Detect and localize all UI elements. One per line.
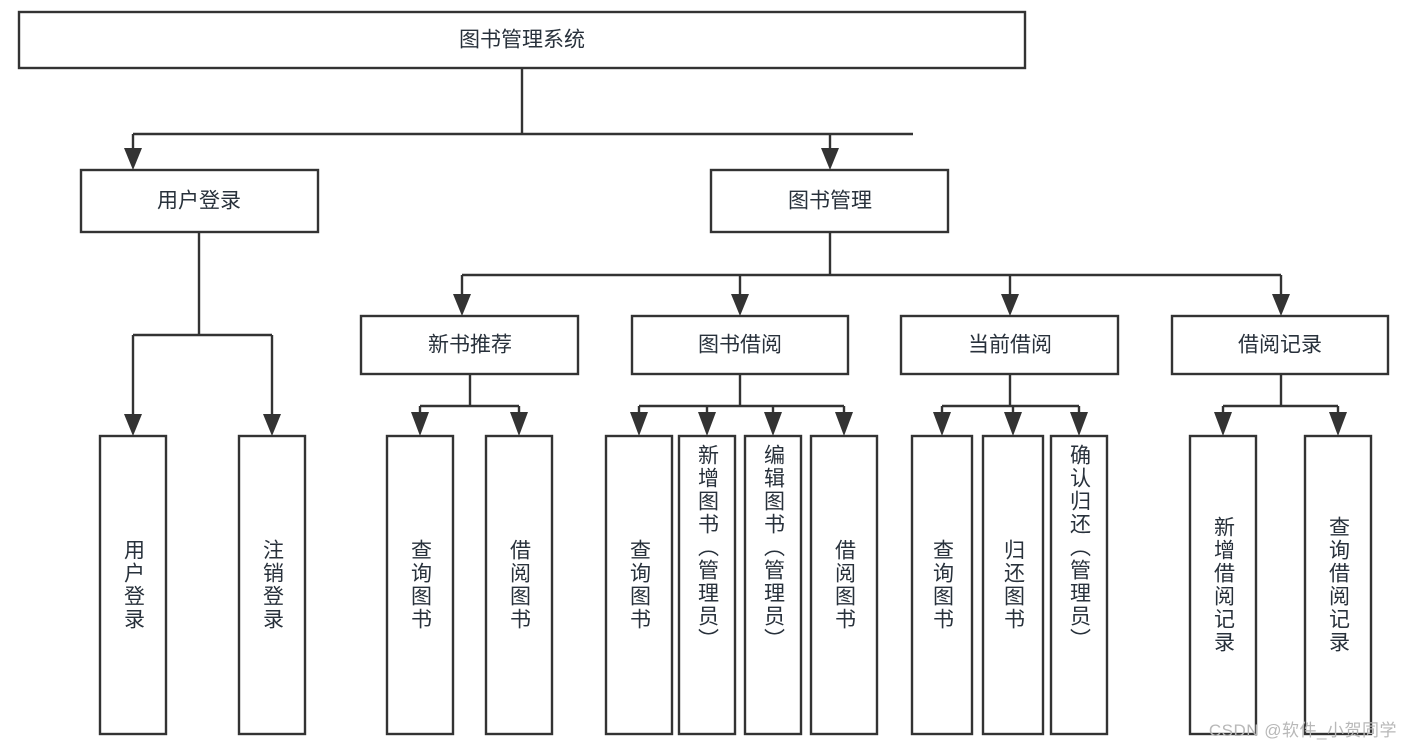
- root-label: 图书管理系统: [459, 29, 585, 52]
- current-borrow-label: 当前借阅: [968, 334, 1052, 357]
- node-current-borrow[interactable]: 当前借阅: [899, 314, 1120, 376]
- current-borrow-box[interactable]: [899, 314, 1120, 376]
- leaf-box-query-book-3[interactable]: [910, 434, 974, 736]
- edge-borrow-record-bus: [1221, 374, 1340, 418]
- connector-layer: [124, 68, 1347, 436]
- borrow-record-box[interactable]: [1170, 314, 1390, 376]
- edge-book-borrow-bus: [637, 374, 846, 418]
- csdn-watermark: CSDN @软件_小贺同学: [1208, 721, 1397, 740]
- arrow-current-borrow-to-query-book: [933, 412, 951, 436]
- arrow-root-to-book-manage: [821, 148, 839, 170]
- leaf-box-edit-book[interactable]: [743, 434, 803, 736]
- leaf-box-query-book-1[interactable]: [385, 434, 455, 736]
- new-book-recommend-label: 新书推荐: [428, 334, 512, 357]
- leaf-box-logout[interactable]: [237, 434, 307, 736]
- edge-book-manage-bus: [460, 232, 1283, 298]
- arrow-current-borrow-to-return-book: [1004, 412, 1022, 436]
- new-book-recommend-box[interactable]: [359, 314, 580, 376]
- edge-user-login-bus: [131, 232, 274, 418]
- arrow-book-borrow-to-borrow-book: [835, 412, 853, 436]
- arrow-book-manage-to-borrow: [731, 294, 749, 316]
- arrow-borrow-record-to-add-record: [1214, 412, 1232, 436]
- leaf-box-confirm-return[interactable]: [1049, 434, 1109, 736]
- node-new-book-recommend[interactable]: 新书推荐: [359, 314, 580, 376]
- arrow-root-to-user-login: [124, 148, 142, 170]
- leaf-box-return-book[interactable]: [981, 434, 1045, 736]
- leaf-box-add-book[interactable]: [677, 434, 737, 736]
- book-manage-label: 图书管理: [788, 190, 872, 213]
- leaf-box-borrow-book-1[interactable]: [484, 434, 554, 736]
- arrow-book-manage-to-borrow-record: [1272, 294, 1290, 316]
- user-login-box[interactable]: [79, 168, 320, 234]
- arrow-user-login-to-leaf-user-login: [124, 414, 142, 436]
- node-root[interactable]: 图书管理系统: [17, 10, 1027, 70]
- edge-new-book-bus: [418, 374, 521, 418]
- book-borrow-label: 图书借阅: [698, 334, 782, 357]
- arrow-book-manage-to-new-book: [453, 294, 471, 316]
- arrow-current-borrow-to-confirm-return: [1070, 412, 1088, 436]
- book-manage-box[interactable]: [709, 168, 950, 234]
- leaf-box-borrow-book-2[interactable]: [809, 434, 879, 736]
- edge-current-borrow-bus: [940, 374, 1081, 418]
- leaf-box-add-record[interactable]: [1188, 434, 1258, 736]
- arrow-book-borrow-to-add-book: [698, 412, 716, 436]
- arrow-borrow-record-to-query-record: [1329, 412, 1347, 436]
- borrow-record-label: 借阅记录: [1238, 334, 1322, 357]
- arrow-book-borrow-to-edit-book: [764, 412, 782, 436]
- arrow-new-book-to-query-book: [411, 412, 429, 436]
- arrow-book-borrow-to-query-book: [630, 412, 648, 436]
- arrow-book-manage-to-current-borrow: [1001, 294, 1019, 316]
- arrow-new-book-to-borrow-book: [510, 412, 528, 436]
- root-box[interactable]: [17, 10, 1027, 70]
- edge-root-bus: [131, 68, 913, 152]
- node-borrow-record[interactable]: 借阅记录: [1170, 314, 1390, 376]
- node-user-login[interactable]: 用户登录: [79, 168, 320, 234]
- leaf-box-user-login[interactable]: [98, 434, 168, 736]
- node-book-borrow[interactable]: 图书借阅: [630, 314, 850, 376]
- node-book-manage[interactable]: 图书管理: [709, 168, 950, 234]
- arrow-user-login-to-leaf-logout: [263, 414, 281, 436]
- leaf-box-layer: [98, 434, 1373, 736]
- user-login-label: 用户登录: [157, 190, 241, 213]
- leaf-box-query-book-2[interactable]: [604, 434, 674, 736]
- leaf-box-query-record[interactable]: [1303, 434, 1373, 736]
- book-borrow-box[interactable]: [630, 314, 850, 376]
